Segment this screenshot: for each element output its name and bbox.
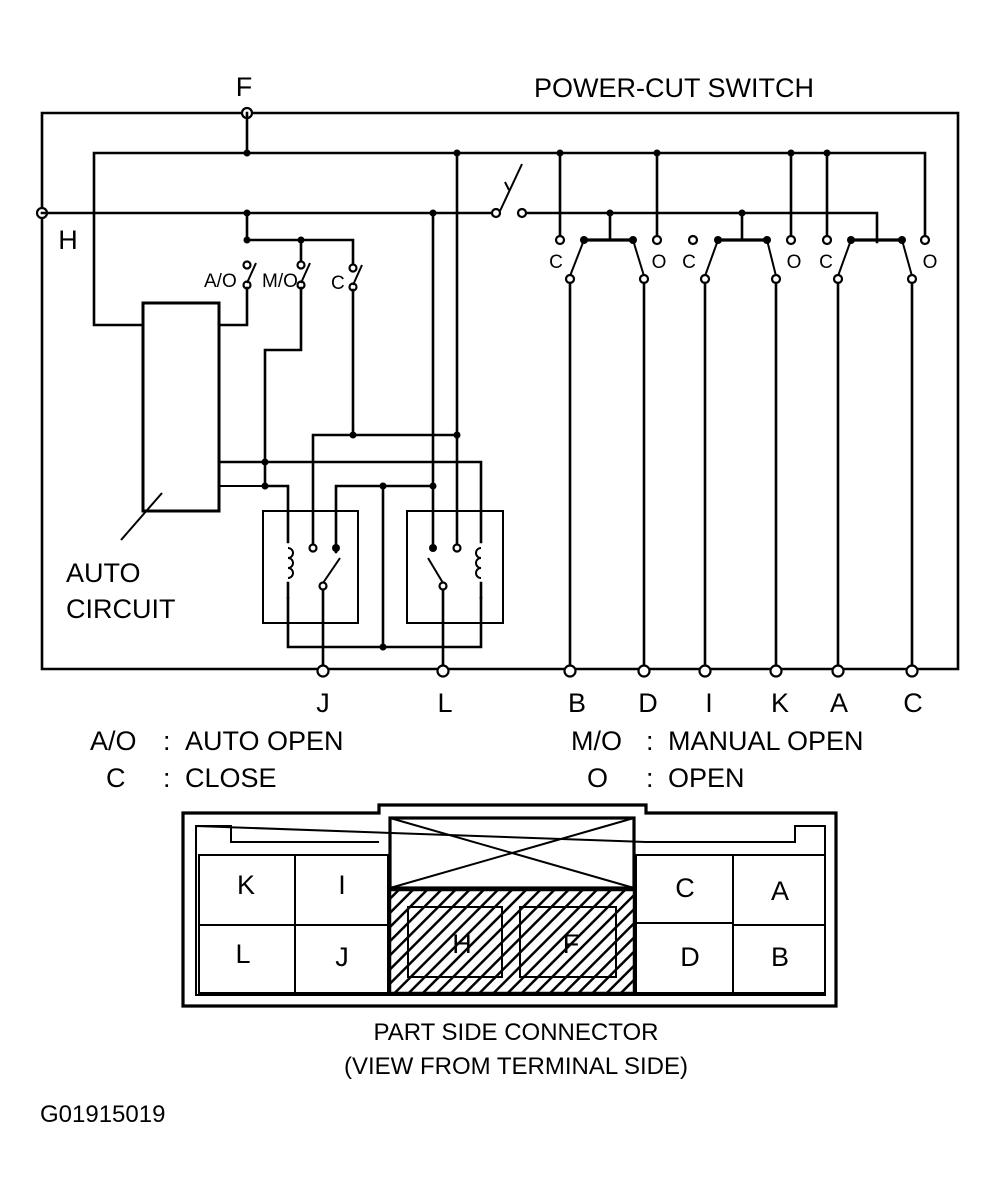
contact-pair-1: C O <box>549 234 667 671</box>
connector-cavity-f <box>519 906 617 978</box>
terminal-label: L <box>437 688 452 718</box>
switch-ao-label: A/O <box>204 271 237 292</box>
f-feed-taps <box>243 149 831 440</box>
auto-circuit-box <box>141 301 221 513</box>
power-cut-switch-label: POWER-CUT SWITCH <box>534 73 814 103</box>
connector-blank-cavity <box>388 816 636 890</box>
legend-meaning: CLOSE <box>185 763 277 793</box>
relay-left <box>262 509 359 671</box>
terminal-label: C <box>903 688 923 718</box>
terminal-f-label: F <box>236 72 253 102</box>
connector-cell-label: J <box>335 942 349 972</box>
connector-cell-label: C <box>675 873 695 903</box>
legend-abbr: M/O <box>571 726 622 756</box>
figure-id: G01915019 <box>40 1101 165 1128</box>
connector-caption-line2: (VIEW FROM TERMINAL SIDE) <box>344 1053 688 1080</box>
connector-cavity-h <box>407 906 503 978</box>
legend-abbr: C <box>106 763 126 793</box>
contact-c-label: C <box>549 252 563 273</box>
connector-cell-label: I <box>338 870 346 900</box>
legend-abbr: A/O <box>90 726 137 756</box>
connector-cell-label: L <box>235 939 250 969</box>
legend: A/O : AUTO OPEN C : CLOSE M/O : MANUAL O… <box>90 726 864 793</box>
relay-right-coil <box>475 547 482 579</box>
contact-o-label: O <box>787 252 802 273</box>
contact-c-label: C <box>819 252 833 273</box>
legend-abbr: O <box>587 763 608 793</box>
wiring-schematic: F H POWER-CUT SWITCH <box>35 72 960 718</box>
contact-o-label: O <box>923 252 938 273</box>
auto-circuit: AUTO CIRCUIT <box>66 301 483 624</box>
connector-cell-label: A <box>771 876 789 906</box>
part-side-connector: K I C A L J H F D B PART SIDE CONNECTOR … <box>181 803 838 1080</box>
connector-cell-label: H <box>452 929 472 959</box>
terminal-label: A <box>830 688 848 718</box>
contact-c-label: C <box>682 252 696 273</box>
h-feed-wire <box>40 211 879 268</box>
legend-meaning: AUTO OPEN <box>185 726 344 756</box>
terminal-h-label: H <box>58 225 78 255</box>
connector-caption-line1: PART SIDE CONNECTOR <box>374 1019 659 1046</box>
legend-meaning: OPEN <box>668 763 745 793</box>
connector-outer-shell <box>181 803 838 1008</box>
f-feed-wire <box>92 111 927 327</box>
legend-sep: : <box>646 763 654 793</box>
switch-c-label: C <box>331 273 345 294</box>
connector-cell-label: K <box>237 870 255 900</box>
terminal-label: D <box>638 688 658 718</box>
manual-switch-group: A/O M/O C <box>204 260 363 490</box>
bottom-terminals: J L B D I K A C <box>316 664 923 718</box>
terminal-label: J <box>316 688 330 718</box>
terminal-label: K <box>771 688 789 718</box>
legend-sep: : <box>646 726 654 756</box>
legend-sep: : <box>163 763 171 793</box>
relay-right <box>406 509 504 671</box>
relay-left-coil <box>287 547 294 579</box>
terminal-label: B <box>568 688 586 718</box>
legend-sep: : <box>163 726 171 756</box>
connector-cell-label: D <box>680 942 700 972</box>
switch-mo-label: M/O <box>262 271 298 292</box>
outer-frame-wire <box>40 111 960 671</box>
power-cut-switch: POWER-CUT SWITCH <box>490 73 814 219</box>
connector-cell-label: F <box>563 929 580 959</box>
auto-circuit-label-line2: CIRCUIT <box>66 594 176 624</box>
contact-o-label: O <box>652 252 667 273</box>
terminal-label: I <box>705 688 713 718</box>
connector-cell-label: B <box>771 942 789 972</box>
contact-pair-3: C O <box>819 234 938 671</box>
contact-pair-2: C O <box>682 234 802 671</box>
legend-meaning: MANUAL OPEN <box>668 726 864 756</box>
auto-circuit-label-line1: AUTO <box>66 558 141 588</box>
